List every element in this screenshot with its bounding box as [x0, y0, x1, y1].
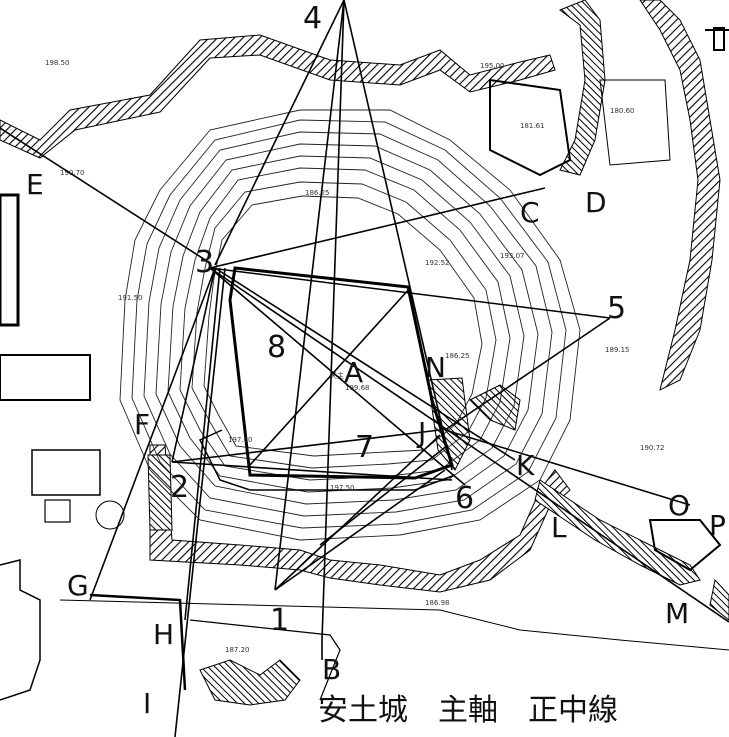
elevation-note: 195.00 — [480, 62, 505, 70]
elevation-note: 197.50 — [330, 484, 355, 492]
axis-line-j-5 — [444, 317, 611, 431]
marker-D: D — [585, 186, 607, 219]
axis-line-3-h — [184, 267, 221, 621]
map-caption: 安土城 主軸 正中線 — [318, 693, 618, 728]
elevation-note: 198.50 — [45, 59, 70, 67]
elevation-note: 180.60 — [610, 107, 635, 115]
marker-N: N — [425, 351, 446, 384]
axis-line-j-o — [444, 429, 691, 506]
elevation-note: 190.72 — [640, 444, 665, 452]
marker-labels: 4 3 5 8 7 6 2 1 A B C D E F G H I J K L … — [26, 1, 726, 720]
marker-F: F — [134, 408, 150, 441]
axis-line-4-6 — [343, 0, 453, 471]
marker-L: L — [551, 511, 567, 544]
axis-line-4-b — [321, 0, 345, 641]
marker-I: I — [143, 687, 151, 720]
marker-4: 4 — [303, 1, 322, 36]
northeast-gate — [558, 0, 606, 176]
far-east-wall — [709, 578, 729, 621]
marker-6: 6 — [455, 481, 474, 516]
elevation-note: 193.07 — [500, 252, 525, 260]
axis-line-4-1 — [274, 0, 345, 591]
axis-line-1-6 — [274, 469, 446, 591]
elevation-note: 190.70 — [60, 169, 85, 177]
axis-line-3-5 — [209, 267, 611, 319]
marker-H: H — [153, 618, 174, 651]
elevation-note: 187.20 — [225, 646, 250, 654]
marker-G: G — [67, 569, 89, 602]
axis-line-3-k — [214, 267, 516, 461]
marker-1: 1 — [270, 603, 289, 638]
axis-line-8-j — [249, 287, 411, 466]
axis-line-3-6 — [209, 267, 466, 486]
marker-J: J — [416, 416, 426, 449]
elevation-note: 189.15 — [605, 346, 630, 354]
axis-line-e-3 — [0, 127, 211, 264]
axis-line-4-3 — [214, 0, 345, 266]
west-bastion — [147, 454, 173, 531]
axis-line-3-i — [174, 267, 226, 737]
elevation-note: 186.98 — [425, 599, 450, 607]
marker-B: B — [322, 653, 341, 686]
southeast-ramp — [534, 479, 701, 586]
elevation-note: 191.50 — [118, 294, 143, 302]
elevation-note: 186.25 — [445, 352, 470, 360]
elevation-notes: 天主 199.68 198.50 190.70 195.00 181.61 18… — [45, 59, 665, 654]
axis-line-2-6 — [171, 461, 453, 481]
marker-O: O — [668, 489, 690, 522]
marker-7: 7 — [355, 430, 374, 465]
east-wall — [639, 0, 721, 391]
elevation-note: 197.60 — [228, 436, 253, 444]
marker-3: 3 — [195, 245, 214, 280]
marker-2: 2 — [170, 470, 189, 505]
marker-8: 8 — [267, 330, 286, 365]
marker-P: P — [709, 509, 726, 542]
axis-line-3-c — [209, 187, 546, 269]
north-wall — [0, 34, 556, 159]
axis-line-3-p — [209, 267, 729, 623]
axis-line-2-j — [171, 429, 441, 463]
terrain-features — [0, 27, 729, 706]
elevation-note: 199.68 — [345, 384, 370, 392]
marker-M: M — [665, 597, 689, 630]
axis-line-1-j — [274, 434, 441, 591]
elevation-note: 192.52 — [425, 259, 450, 267]
marker-5: 5 — [607, 291, 626, 326]
axis-line-3-2 — [171, 267, 216, 463]
axis-line-3-g — [89, 267, 216, 601]
elevation-note: 181.61 — [520, 122, 545, 130]
marker-K: K — [516, 449, 535, 482]
axis-line-b-j — [319, 444, 449, 546]
marker-E: E — [26, 168, 44, 201]
stone-walls — [0, 0, 729, 621]
marker-C: C — [520, 196, 540, 229]
marker-A: A — [344, 356, 363, 389]
elevation-note: 186.25 — [305, 189, 330, 197]
